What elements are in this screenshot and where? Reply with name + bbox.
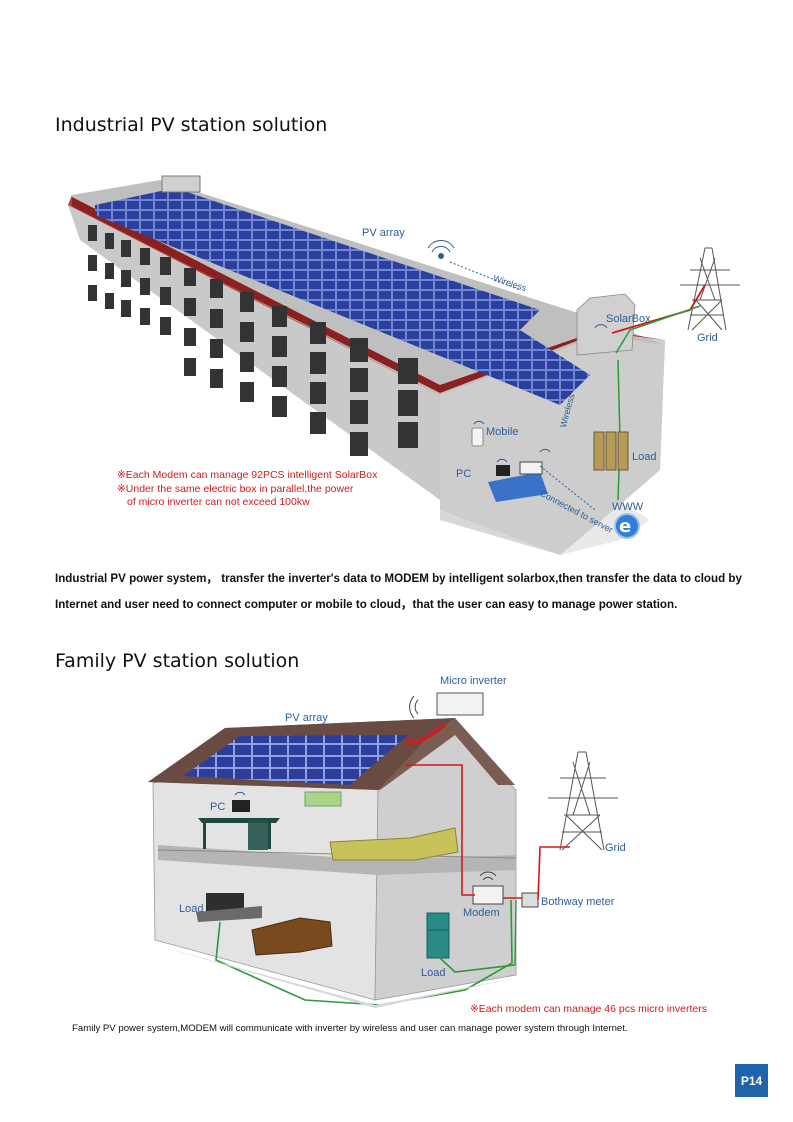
label-www: WWW	[612, 501, 644, 513]
label-wireless: Wireless	[491, 273, 528, 294]
wire-red-industrial	[611, 284, 706, 334]
industrial-description-line-2: Internet and user need to connect comput…	[55, 598, 678, 611]
label-pc-family: PC	[210, 801, 226, 813]
industrial-note-1: ※Each Modem can manage 92PCS intelligent…	[117, 469, 378, 481]
label-grid-family: Grid	[605, 842, 626, 854]
industrial-note-3: of micro inverter can not exceed 100kw	[127, 496, 310, 508]
bothway-meter	[521, 892, 539, 908]
industrial-note-2: ※Under the same electric box in parallel…	[117, 482, 354, 495]
label-load-family-fridge: Load	[421, 967, 446, 979]
family-note: ※Each modem can manage 46 pcs micro inve…	[470, 1003, 707, 1015]
svg-text:e: e	[619, 516, 631, 537]
industrial-description: Industrial PV power system， transfer the…	[55, 566, 755, 618]
industrial-description-line-1: Industrial PV power system， transfer the…	[55, 572, 742, 585]
fridge	[426, 912, 450, 959]
grid-tower-industrial	[680, 247, 740, 331]
load-cabinet-industrial	[593, 431, 629, 471]
tv	[196, 893, 262, 922]
label-connected-to-server: Connected to server	[538, 488, 615, 535]
family-pv-array	[183, 735, 408, 785]
label-micro-inverter: Micro inverter	[440, 675, 507, 687]
wire-red-family	[405, 764, 475, 896]
pv-array	[95, 188, 590, 405]
industrial-notes: ※Each Modem can manage 92PCS intelligent…	[117, 469, 377, 510]
bed	[329, 827, 459, 861]
label-solarbox: SolarBox	[606, 313, 651, 325]
family-section-title: Family PV station solution	[55, 650, 300, 672]
label-bothway-meter: Bothway meter	[541, 896, 615, 908]
label-grid-industrial: Grid	[697, 332, 718, 344]
label-pc-industrial: PC	[456, 468, 472, 480]
house-roof	[148, 718, 515, 790]
grid-tower-family	[548, 751, 618, 851]
building-roof	[72, 180, 665, 395]
sofa	[251, 917, 333, 956]
house-front	[152, 759, 379, 1001]
label-pv-array-industrial: PV array	[362, 227, 405, 239]
label-load-industrial: Load	[632, 451, 657, 463]
label-mobile: Mobile	[486, 426, 519, 438]
page-number-badge: P14	[735, 1064, 768, 1097]
label-pv-array-family: PV array	[285, 712, 328, 724]
modem	[472, 885, 504, 905]
family-caption: Family PV power system,MODEM will commun…	[72, 1023, 628, 1034]
micro-inverter	[436, 692, 484, 716]
industrial-section-title: Industrial PV station solution	[55, 114, 328, 136]
label-wireless-vertical: Wireless	[558, 392, 577, 429]
label-modem: Modem	[463, 907, 500, 919]
windows	[88, 225, 418, 456]
mobile-device	[471, 427, 484, 447]
internet-icon	[614, 513, 640, 539]
label-load-family-tv: Load	[179, 903, 204, 915]
